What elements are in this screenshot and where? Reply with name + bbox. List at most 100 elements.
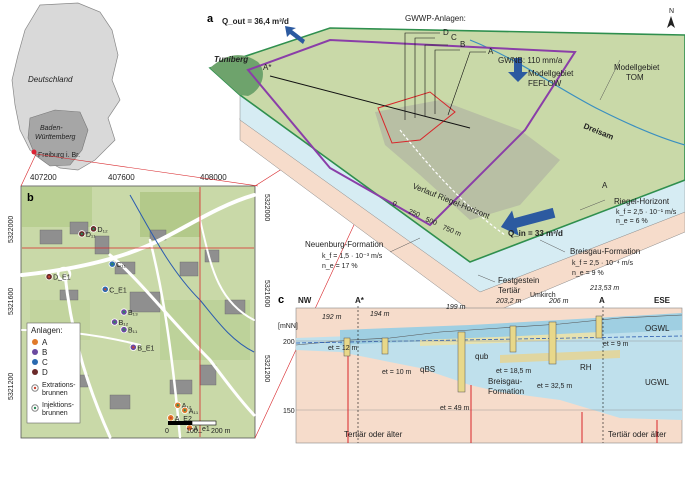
tom-label-2: TOM (626, 73, 644, 82)
germany-inset: Deutschland Baden- Württemberg Freiburg … (11, 2, 121, 171)
panel-b-letter: b (27, 192, 34, 204)
city-label: Freiburg i. Br. (38, 152, 80, 159)
c-et-3: et = 49 m (440, 405, 470, 412)
well-label: B₁₂ (119, 320, 129, 327)
legend-label-b: B (42, 348, 47, 357)
c-umkirch: Umkirch (530, 292, 556, 299)
b-ytick-right-1: 5322000 (263, 194, 270, 221)
well-label: D_E1 (53, 275, 71, 282)
settlement-patches (375, 100, 560, 220)
c-qbs: qBS (420, 365, 435, 374)
gwnb-arrow-icon (508, 58, 528, 82)
c-et-5: et = 32,5 m (537, 383, 572, 390)
tuniberg-hill (210, 55, 263, 96)
c-tertiar-1: Tertiär oder älter (344, 430, 403, 439)
c-qub: qub (475, 352, 489, 361)
injection-label-1: Injektions- (42, 402, 75, 409)
well-marker-core (122, 310, 126, 314)
qin-arrow-icon (500, 207, 556, 236)
well-marker-core (104, 288, 107, 291)
feflow-boundary (246, 38, 577, 227)
well-label: C₁₁ (116, 262, 126, 269)
neuenburg-label-2: k_f = 1,5 · 10⁻³ m/s (322, 253, 383, 260)
well-label: B₁₃ (128, 310, 138, 317)
b-xtick-1: 407200 (30, 173, 57, 182)
c-ytick-200: 200 (283, 339, 295, 346)
panel-b: 407200 407600 408000 (8, 173, 270, 439)
c-et-4: et = 18,5 m (496, 368, 531, 375)
a-star-label-a: A* (263, 63, 271, 72)
c-et-2: et = 10 m (382, 369, 412, 376)
c-ogwl: OGWL (645, 324, 670, 333)
gwnb-label: GWNB: 110 mm/a (498, 56, 563, 65)
b-ytick-left-2: 5321600 (8, 288, 15, 315)
legend-label-c: C (42, 358, 48, 367)
well-label: D₁₁ (86, 232, 96, 239)
well-marker-core (122, 328, 126, 331)
well-marker-core (183, 409, 186, 412)
b-legend: Anlagen: A B C D Extrations- brunnen Inj… (26, 322, 81, 424)
well-marker-core (188, 426, 191, 430)
a-scale-250: 250 (407, 208, 421, 219)
legend-label-d: D (42, 368, 48, 377)
well-marker-core (92, 227, 95, 230)
tuniberg-label: Tuniberg (214, 55, 248, 64)
panel-a-letter: a (207, 13, 214, 25)
bw-shape (27, 109, 89, 167)
a-scale-0: 0 (391, 200, 397, 208)
q-in-label: Q_in = 33 m³/d (508, 229, 563, 238)
a-scale-500: 500 (424, 216, 438, 227)
b-xtick-2: 407600 (108, 173, 135, 182)
well-marker-core (113, 320, 116, 324)
fest-label-1: Festgestein (498, 276, 539, 285)
legend-swatch-a (32, 339, 38, 345)
well-marker-core (111, 263, 114, 266)
gwwp-leaders (404, 32, 486, 120)
well-label: A₁₂ (182, 403, 192, 410)
c-breisgau-1: Breisgau- (488, 377, 523, 386)
well-label: D₁₂ (98, 227, 108, 234)
c-nw-label: NW (298, 296, 312, 305)
b-wells-group: D₁₁D₁₂C₁₁D_E1C_E1B₁₃B₁₂B₁₁B_E1A₁₂A₁₁A_E2… (45, 225, 210, 433)
well-label: A₁₁ (189, 408, 199, 415)
tom-label-1: Modellgebiet (614, 63, 660, 72)
well-label: B₁₁ (128, 328, 138, 335)
c-a-star: A* (355, 296, 365, 305)
c-ugwl: UGWL (645, 378, 670, 387)
c-quaternary (296, 325, 682, 420)
inset-connector-2 (20, 153, 37, 187)
riegel-trace-line (399, 129, 506, 236)
panel-a: a Q_out = 36,4 m³/d GWWP-Anlagen: D C B … (207, 8, 685, 319)
b-ytick-left-3: 5321200 (8, 373, 15, 400)
c-axis-label: [mNN] (278, 323, 298, 330)
gwwp-letter-d: D (443, 28, 449, 37)
c-a-label: A (599, 296, 605, 305)
extraction-label-1: Extrations- (42, 382, 76, 389)
b-scale-100: 100 (186, 428, 198, 435)
state-label-1: Baden- (40, 125, 63, 132)
country-label: Deutschland (28, 75, 73, 84)
breisgau-label-1: Breisgau-Formation (570, 247, 640, 256)
c-et-6: et = 9 m (603, 341, 629, 348)
well-marker-core (176, 404, 179, 407)
c-red-lines (347, 350, 658, 443)
c-elev-1: 192 m (322, 314, 342, 321)
dreisam-river (469, 39, 685, 146)
fest-label-2: Tertiär (498, 286, 521, 295)
b-ytick-right-3: 5321200 (263, 355, 270, 382)
well-marker-core (47, 275, 51, 278)
riegel-label-1: Riegel-Horizont (614, 197, 670, 206)
legend-swatch-b (32, 349, 38, 355)
well-label: B_E1 (137, 345, 154, 352)
riegel-label-2: k_f = 2,5 · 10⁻¹ m/s (616, 209, 677, 216)
neuenburg-label-3: n_e = 17 % (322, 263, 358, 270)
well-label: A_E2 (175, 416, 192, 423)
legend-swatch-c (32, 359, 38, 365)
neuenburg-label-1: Neuenburg-Formation (305, 240, 383, 249)
b-ytick-left-1: 5322000 (8, 216, 15, 243)
c-surface (295, 314, 683, 346)
legend-swatch-d (32, 369, 38, 375)
c-groundwater (295, 335, 683, 344)
legend-title: Anlagen: (31, 326, 63, 335)
